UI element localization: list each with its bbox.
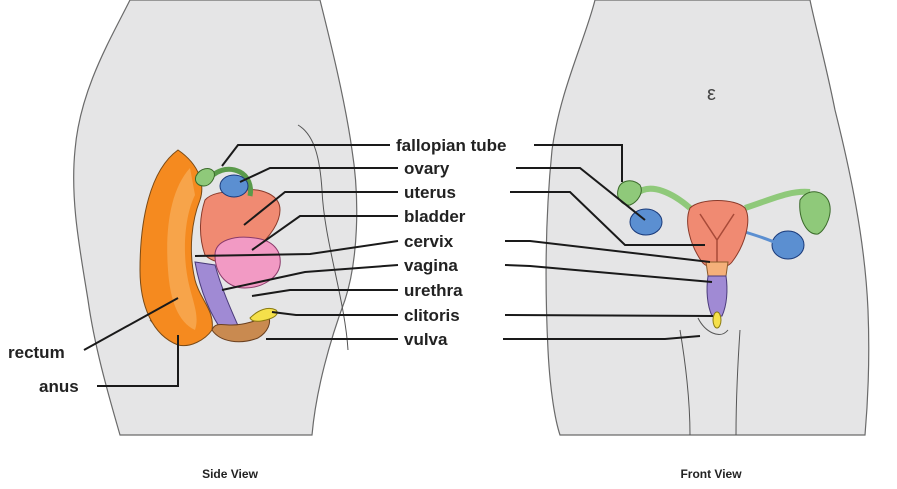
label-bladder: bladder bbox=[404, 207, 466, 226]
label-uterus: uterus bbox=[404, 183, 456, 202]
label-anus: anus bbox=[39, 377, 79, 396]
label-clitoris: clitoris bbox=[404, 306, 460, 325]
label-urethra: urethra bbox=[404, 281, 463, 300]
front-clitoris-shape bbox=[713, 312, 721, 328]
label-cervix: cervix bbox=[404, 232, 454, 251]
front-cervix-shape bbox=[706, 262, 728, 276]
front-ovary-right bbox=[772, 231, 804, 259]
label-vagina: vagina bbox=[404, 256, 458, 275]
leader-clitoris-right bbox=[505, 315, 713, 316]
label-ovary: ovary bbox=[404, 159, 450, 178]
label-rectum: rectum bbox=[8, 343, 65, 362]
navel-mark: ε bbox=[707, 83, 716, 105]
caption-front-view: Front View bbox=[680, 467, 742, 481]
caption-side-view: Side View bbox=[202, 467, 258, 481]
label-fallopian-tube: fallopian tube bbox=[396, 136, 507, 155]
side-ovary-shape bbox=[220, 175, 248, 197]
side-view-figure bbox=[74, 0, 357, 435]
label-vulva: vulva bbox=[404, 330, 448, 349]
front-view-figure: ε bbox=[546, 0, 869, 435]
